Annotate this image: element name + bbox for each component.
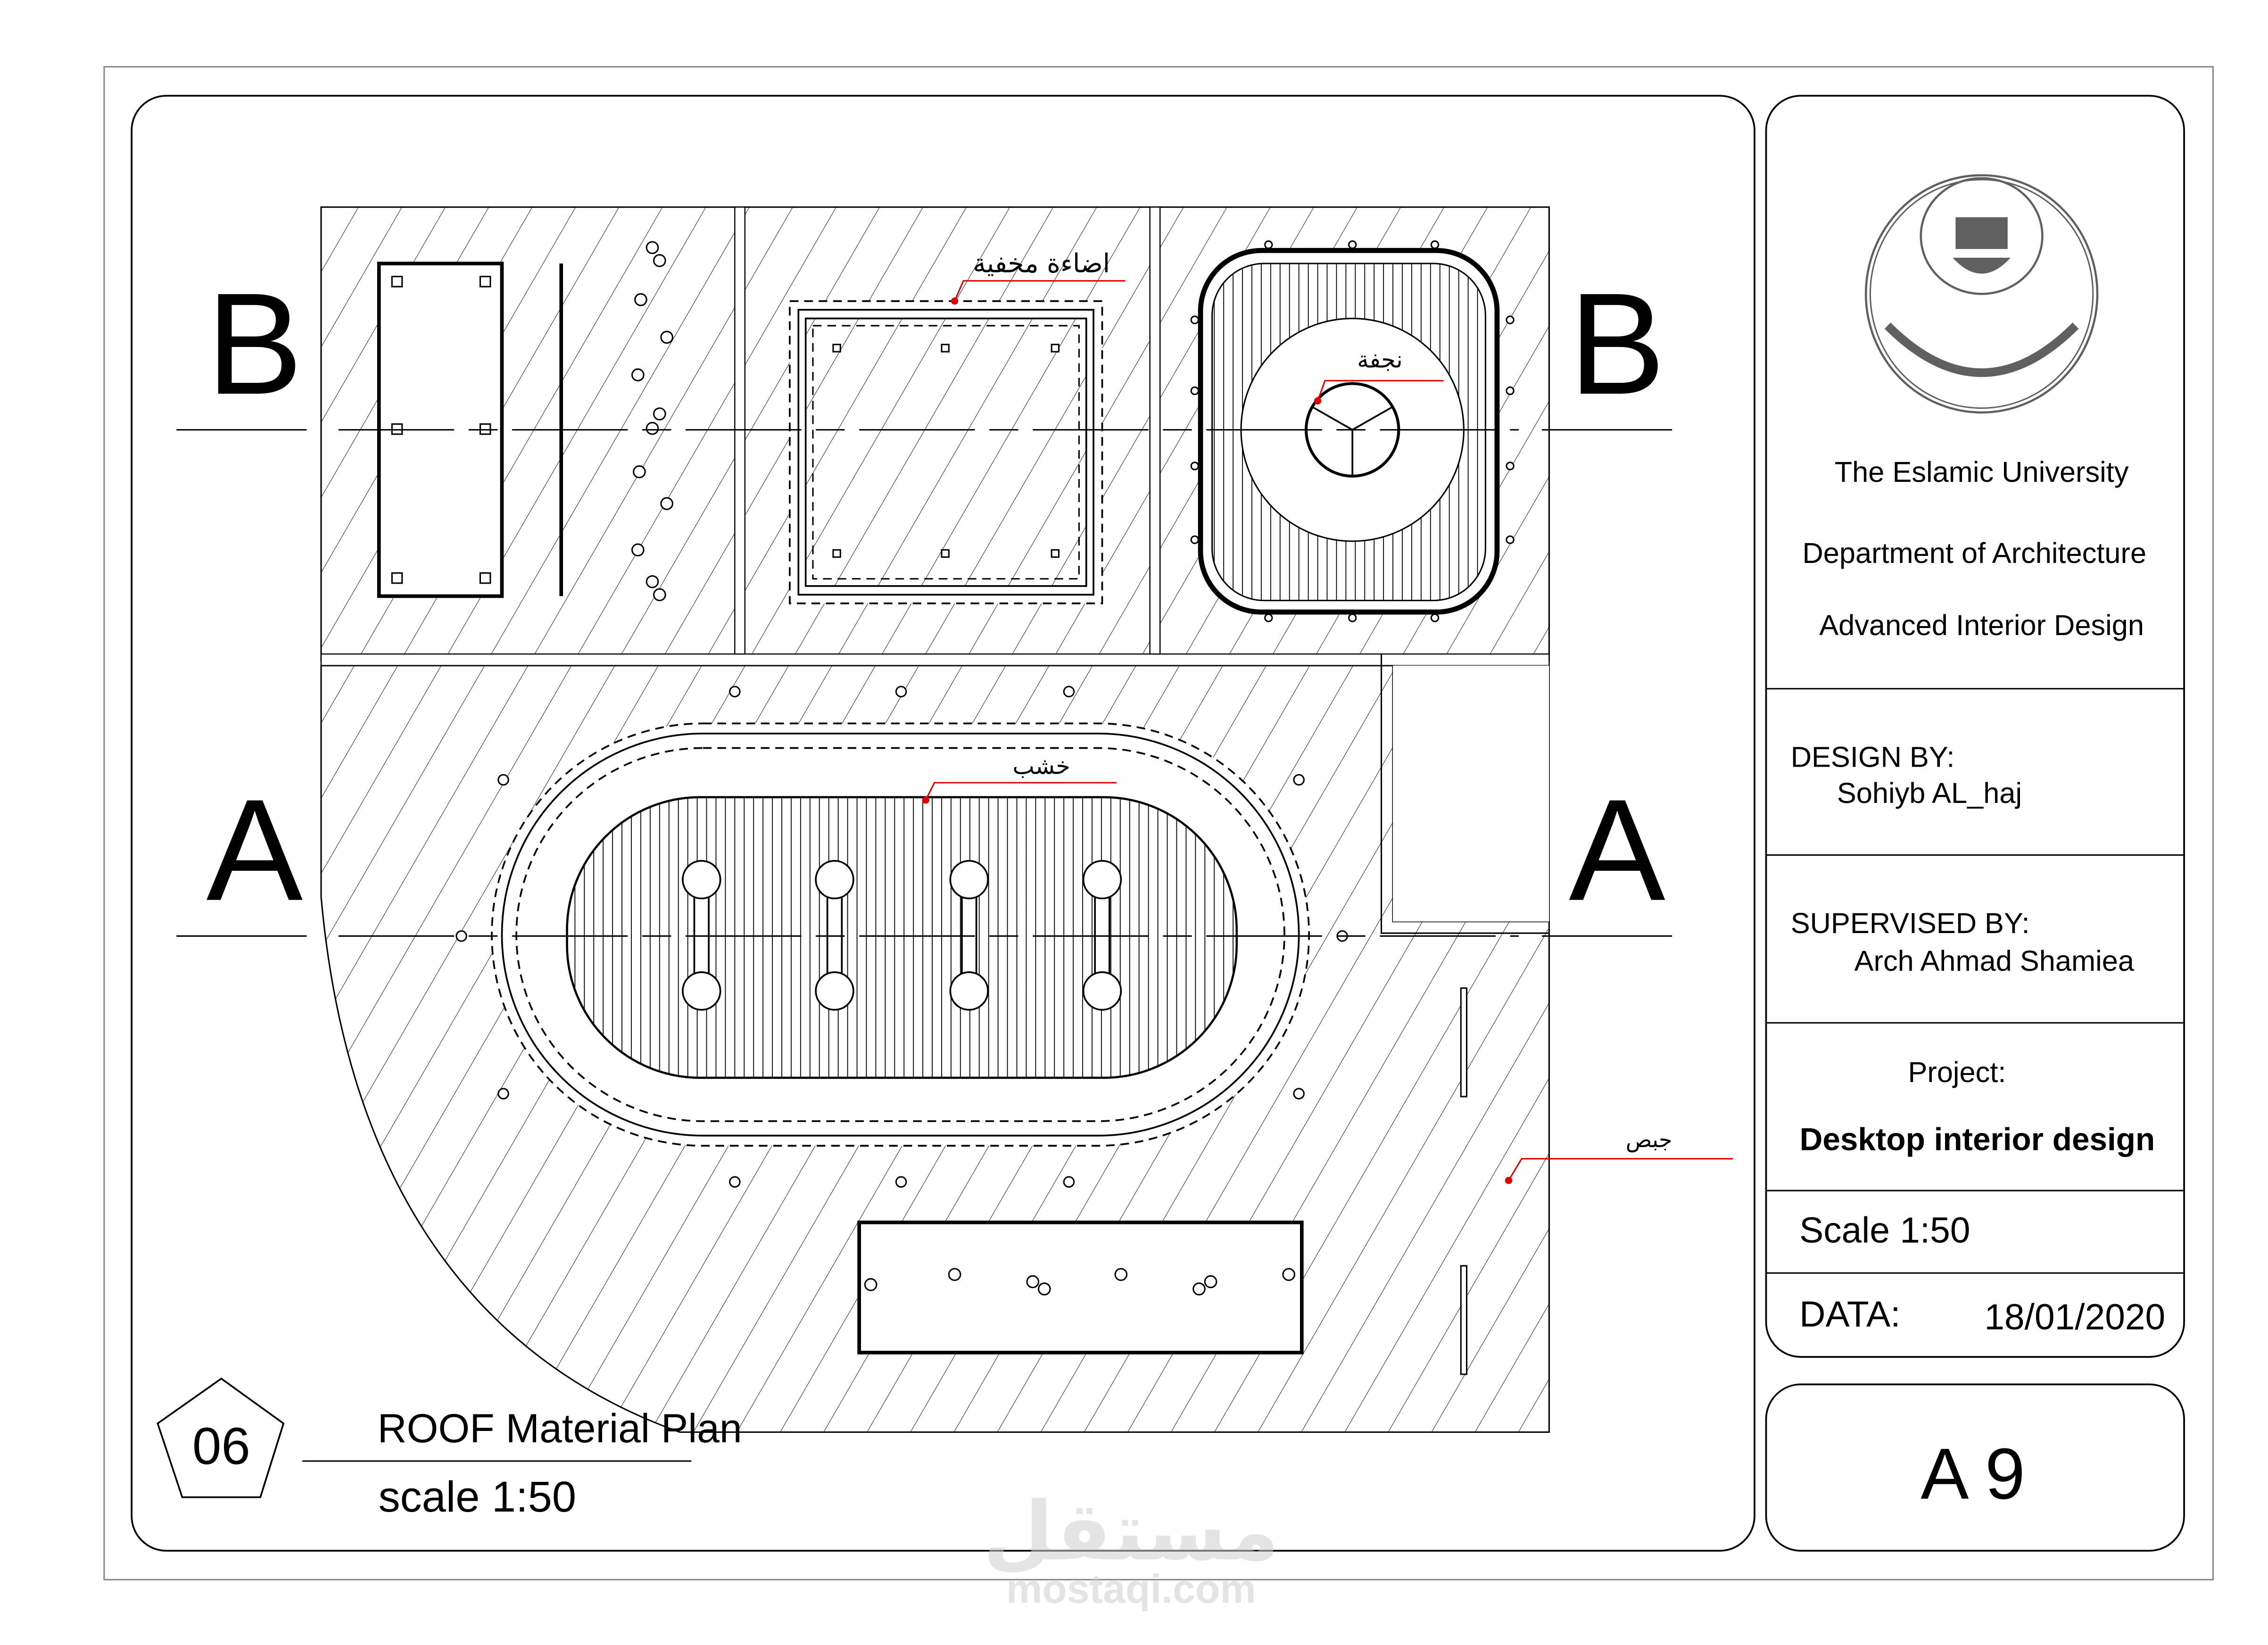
spot-lights	[631, 241, 673, 602]
drawing-frame	[131, 95, 1755, 1552]
svg-text:مستقل: مستقل	[983, 1484, 1279, 1579]
course: Advanced Interior Design	[1819, 609, 2144, 642]
supervised-by-label: SUPERVISED BY:	[1791, 907, 2030, 940]
project-name: Desktop interior design	[1800, 1122, 2155, 1157]
watermark: مستقل mostaqi.com	[983, 1484, 1279, 1612]
department: Department of Architecture	[1802, 537, 2146, 570]
drawing-scale: scale 1:50	[379, 1472, 576, 1521]
sheet-number: A 9	[1920, 1433, 2025, 1514]
university-logo	[1864, 174, 2099, 414]
design-by-label: DESIGN BY:	[1791, 741, 1955, 773]
svg-text:mostaqi.com: mostaqi.com	[1006, 1566, 1256, 1612]
date: 18/01/2020	[1984, 1298, 2165, 1338]
annotation-hidden-lighting: اضاءة مخفية	[951, 248, 1126, 305]
annotation-chandelier: نجفة	[1314, 346, 1444, 405]
chandelier-ceiling	[1190, 240, 1515, 622]
section-mark-a-left: A	[207, 769, 304, 931]
bottom-light-panel	[857, 1220, 1304, 1355]
svg-text:جبص: جبص	[1626, 1127, 1672, 1153]
outer-frame	[103, 66, 2214, 1580]
section-mark-b-left: B	[207, 263, 303, 425]
annotation-wood: خشب	[922, 752, 1117, 804]
university-name: The Eslamic University	[1835, 456, 2129, 488]
svg-text:نجفة: نجفة	[1357, 346, 1402, 373]
section-mark-b-right: B	[1569, 263, 1665, 425]
drawing-title: 06 ROOF Material Plan scale 1:50	[157, 1377, 742, 1521]
project-label: Project:	[1908, 1056, 2006, 1089]
design-by: Sohiyb AL_haj	[1837, 777, 2022, 810]
svg-text:اضاءة مخفية: اضاءة مخفية	[973, 248, 1110, 279]
drawing-number-pentagon	[157, 1377, 285, 1498]
drawing-title-text: ROOF Material Plan	[378, 1406, 742, 1451]
svg-text:خشب: خشب	[1013, 752, 1070, 780]
section-mark-a-right: A	[1569, 769, 1666, 931]
wood-oval-ceiling	[455, 686, 1349, 1188]
scale: Scale 1:50	[1799, 1211, 1970, 1251]
drawing-number: 06	[192, 1417, 250, 1475]
floor-plan	[320, 206, 1550, 1433]
date-label: DATA:	[1799, 1295, 1900, 1335]
supervised-by: Arch Ahmad Shamiea	[1854, 945, 2135, 977]
hidden-lighting-cove	[789, 300, 1103, 604]
annotation-gypsum: جبص	[1505, 1127, 1733, 1184]
title-block: The Eslamic University Department of Arc…	[1765, 95, 2185, 1552]
